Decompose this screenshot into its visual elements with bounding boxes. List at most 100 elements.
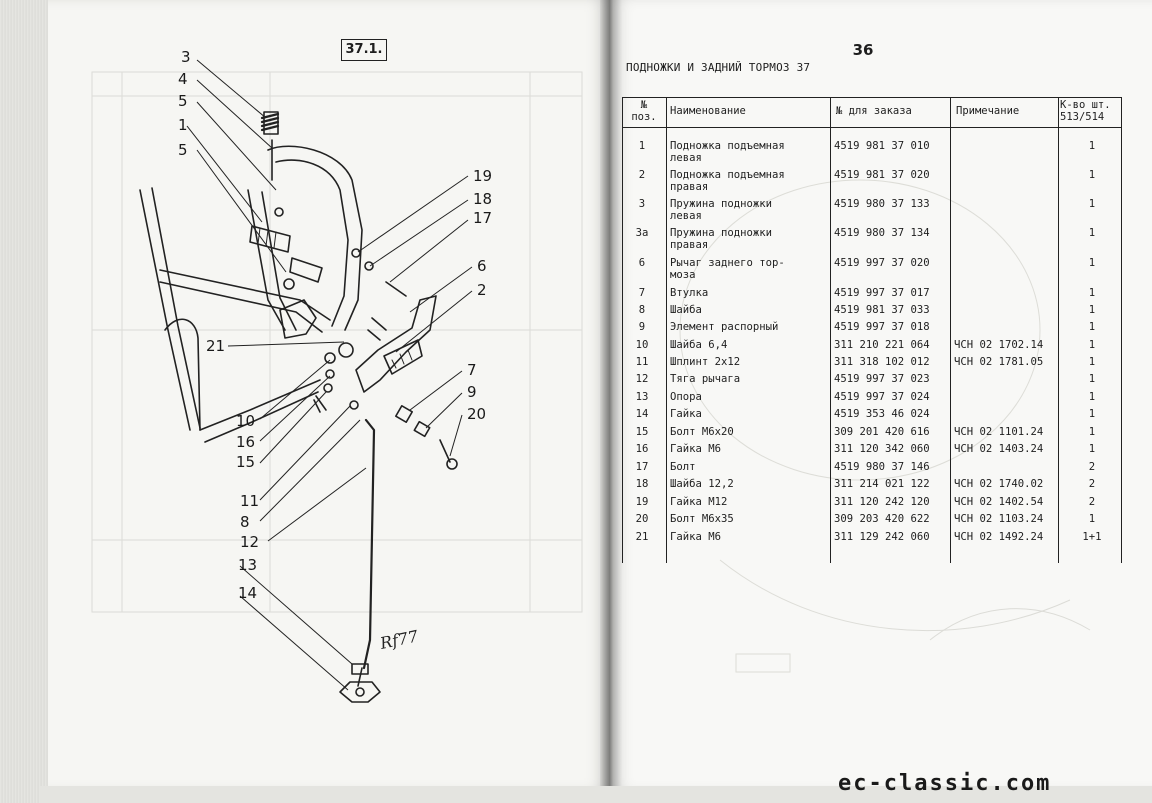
cell-code: 4519 981 37 033	[834, 304, 930, 316]
callout-number: 2	[477, 281, 487, 299]
signature-mark: Rf77	[377, 626, 420, 653]
figure-label: 37.1.	[341, 39, 387, 61]
header-code: № для заказа	[836, 105, 912, 117]
cell-code: 4519 980 37 134	[834, 227, 930, 239]
cell-qty: 1	[1088, 227, 1096, 239]
callout-number: 11	[240, 492, 259, 510]
cell-pos: 18	[635, 478, 649, 490]
header-name: Наименование	[670, 105, 746, 117]
cell-code: 4519 981 37 010	[834, 140, 930, 152]
callout-number: 13	[238, 556, 257, 574]
cell-name: Рычаг заднего тор-	[670, 257, 785, 269]
cell-pos: 1	[638, 140, 646, 152]
cell-pos: 17	[635, 461, 649, 473]
parts-table: № поз. Наименование № для заказа Примеча…	[622, 97, 1122, 563]
callout-number: 14	[238, 584, 257, 602]
cell-qty: 1	[1088, 140, 1096, 152]
cell-code: 309 201 420 616	[834, 426, 930, 438]
cell-pos: 3	[638, 198, 646, 210]
cell-qty: 1	[1088, 426, 1096, 438]
cell-note: ЧСН 02 1103.24	[954, 513, 1044, 525]
cell-code: 4519 997 37 018	[834, 321, 930, 333]
cell-name: Гайка	[670, 408, 702, 420]
table-rule	[666, 97, 667, 563]
cell-pos: 19	[635, 496, 649, 508]
cell-qty: 1	[1088, 321, 1096, 333]
table-rule	[830, 97, 831, 563]
header-pos-line1: №	[640, 99, 648, 111]
cell-qty: 1	[1088, 513, 1096, 525]
cell-name: Шплинт 2х12	[670, 356, 741, 368]
cell-pos: 3а	[635, 227, 649, 239]
cell-name: Гайка М6	[670, 531, 722, 543]
callout-number: 20	[467, 405, 486, 423]
cell-qty: 2	[1088, 478, 1096, 490]
cell-qty: 1	[1088, 373, 1096, 385]
cell-code: 311 318 102 012	[834, 356, 930, 368]
table-rule	[622, 97, 1122, 98]
table-rule	[1121, 97, 1122, 563]
cell-name: Тяга рычага	[670, 373, 741, 385]
cell-name-cont: левая	[670, 152, 702, 164]
cell-code: 311 210 221 064	[834, 339, 930, 351]
cell-pos: 6	[638, 257, 646, 269]
cell-code: 4519 997 37 017	[834, 287, 930, 299]
cell-note: ЧСН 02 1402.54	[954, 496, 1044, 508]
cell-name-cont: моза	[670, 269, 696, 281]
cell-name: Шайба 6,4	[670, 339, 728, 351]
callout-number: 16	[236, 433, 255, 451]
cell-name: Гайка М6	[670, 443, 722, 455]
cell-note: ЧСН 02 1702.14	[954, 339, 1044, 351]
callout-number: 19	[473, 167, 492, 185]
cell-code: 309 203 420 622	[834, 513, 930, 525]
cell-note: ЧСН 02 1781.05	[954, 356, 1044, 368]
callout-number: 5	[178, 141, 188, 159]
cell-pos: 11	[635, 356, 649, 368]
cell-name: Пружина подножки	[670, 198, 773, 210]
cell-pos: 12	[635, 373, 649, 385]
cell-name: Шайба	[670, 304, 702, 316]
cell-pos: 20	[635, 513, 649, 525]
cell-name: Подножка подъемная	[670, 140, 785, 152]
cell-qty: 1	[1088, 339, 1096, 351]
callout-number: 10	[236, 412, 255, 430]
cell-code: 4519 981 37 020	[834, 169, 930, 181]
frame-tube	[267, 145, 363, 331]
section-title: ПОДНОЖКИ И ЗАДНИЙ ТОРМОЗ 37	[626, 61, 811, 74]
cell-qty: 1+1	[1082, 531, 1102, 543]
cell-qty: 1	[1088, 408, 1096, 420]
cell-code: 4519 353 46 024	[834, 408, 930, 420]
cell-pos: 14	[635, 408, 649, 420]
cell-qty: 1	[1088, 257, 1096, 269]
cell-pos: 16	[635, 443, 649, 455]
header-pos-line2: поз.	[631, 111, 657, 123]
cell-code: 4519 980 37 146	[834, 461, 930, 473]
callout-number: 7	[467, 361, 477, 379]
cell-name: Болт М6х20	[670, 426, 734, 438]
cell-code: 4519 980 37 133	[834, 198, 930, 210]
callout-number: 21	[206, 337, 225, 355]
page-number: 36	[852, 41, 874, 59]
callout-number: 8	[240, 513, 250, 531]
table-rule	[1058, 97, 1059, 563]
book-gutter	[600, 0, 622, 790]
page-bottom-edge	[40, 786, 1152, 803]
callout-number: 1	[178, 116, 188, 134]
callout-number: 9	[467, 383, 477, 401]
cell-qty: 1	[1088, 169, 1096, 181]
cell-code: 311 214 021 122	[834, 478, 930, 490]
cell-name: Шайба 12,2	[670, 478, 734, 490]
watermark: ec-classic.com	[838, 771, 1052, 796]
cell-pos: 8	[638, 304, 646, 316]
header-pos: № поз.	[622, 99, 666, 123]
cell-qty: 1	[1088, 356, 1096, 368]
table-rule	[622, 127, 1122, 128]
cell-note: ЧСН 02 1740.02	[954, 478, 1044, 490]
header-note: Примечание	[956, 105, 1020, 117]
cell-pos: 21	[635, 531, 649, 543]
callout-number: 3	[181, 48, 191, 66]
header-qty-line2: 513/514	[1060, 111, 1105, 123]
callout-number: 18	[473, 190, 492, 208]
cell-name: Опора	[670, 391, 702, 403]
